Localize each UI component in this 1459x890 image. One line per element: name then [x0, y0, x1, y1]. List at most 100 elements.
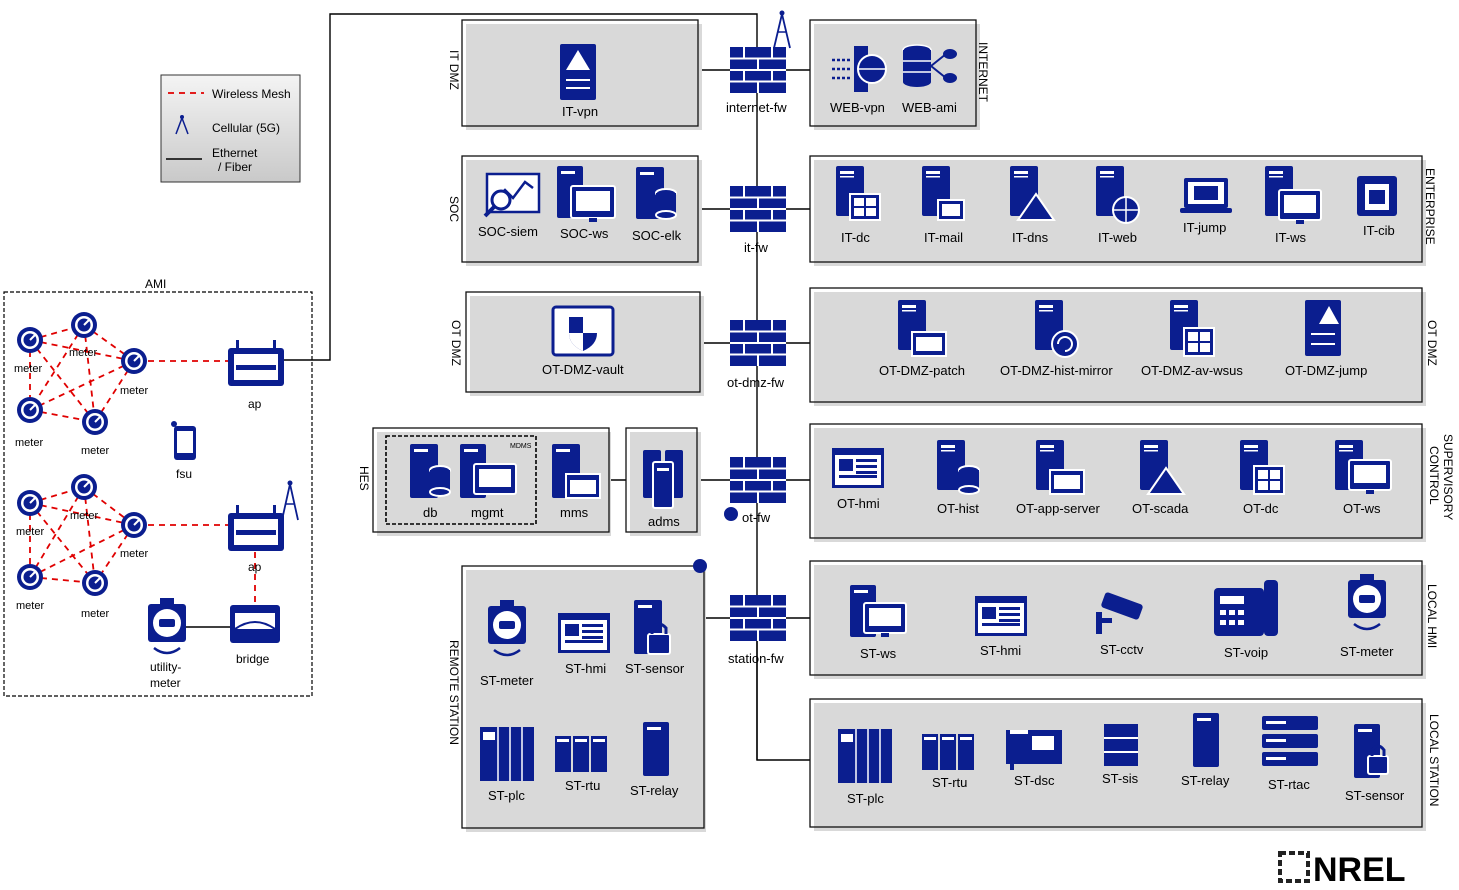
cellular-tower-icon	[773, 10, 791, 49]
st-plc-remote-label: ST-plc	[488, 788, 525, 803]
meter-label: meter	[16, 526, 44, 538]
station-fw-label: station-fw	[728, 651, 784, 666]
sensor-lock-icon	[634, 600, 671, 655]
bridge-icon	[230, 605, 280, 643]
internet-zone: INTERNET WEB-vpn WEB-ami	[809, 19, 990, 130]
enterprise-label: ENTERPRISE	[1423, 168, 1437, 245]
remote-station-label: REMOTE STATION	[447, 640, 461, 745]
ot-fw-label: ot-fw	[742, 510, 771, 525]
rtac-rack-icon	[1262, 716, 1318, 766]
meter-label: meter	[15, 437, 43, 449]
sis-cabinet-icon	[1104, 724, 1138, 766]
database-server-icon	[410, 444, 451, 498]
history-mirror-icon	[1035, 300, 1079, 358]
ot-hmi-label: OT-hmi	[837, 496, 880, 511]
it-jump-label: IT-jump	[1183, 220, 1226, 235]
domain-controller-icon	[836, 166, 881, 221]
utility-meter-icon	[488, 600, 526, 657]
web-ami-label: WEB-ami	[902, 100, 957, 115]
web-server-icon	[1096, 166, 1140, 224]
utility-meter-label-1: utility-	[150, 660, 181, 674]
ap-label: ap	[248, 560, 262, 574]
cctv-camera-icon	[1096, 592, 1143, 634]
access-point-icon	[228, 505, 284, 551]
st-rtac-label: ST-rtac	[1268, 777, 1310, 792]
legend-cellular: Cellular (5G)	[212, 121, 280, 135]
voip-phone-icon	[1214, 580, 1278, 636]
vpn-server-icon	[560, 44, 596, 100]
st-meter-local-label: ST-meter	[1340, 644, 1394, 659]
firewall-icon	[729, 456, 787, 504]
meter-icon	[16, 396, 44, 424]
supervisory-label-1: SUPERVISORY	[1441, 434, 1455, 520]
meter-label: meter	[69, 347, 97, 359]
it-dmz-zone: IT DMZ IT-vpn	[447, 19, 702, 130]
relay-server-icon	[1193, 713, 1219, 767]
meter-icon	[70, 311, 98, 339]
it-dns-label: IT-dns	[1012, 230, 1049, 245]
st-relay-local-label: ST-relay	[1181, 773, 1230, 788]
meter-icon	[16, 489, 44, 517]
firewall-icon	[729, 46, 787, 94]
meter-label: meter	[16, 600, 44, 612]
hmi-window-icon	[832, 448, 884, 488]
windows-update-server-icon	[1170, 300, 1215, 357]
ot-dmz-vault-label: OT-DMZ-vault	[542, 362, 624, 377]
st-meter-remote-label: ST-meter	[480, 673, 534, 688]
nrel-logo: NREL	[1278, 851, 1406, 889]
legend-ethernet: Ethernet	[212, 146, 258, 160]
meter-label: meter	[70, 510, 98, 522]
jump-server-icon	[1305, 300, 1341, 356]
meter-label: meter	[81, 445, 109, 457]
plc-icon	[480, 727, 534, 781]
meter-label: meter	[120, 548, 148, 560]
local-hmi-zone: LOCAL HMI ST-ws ST-hmi ST-cctv ST-voip	[809, 560, 1439, 679]
workstation-icon	[1265, 166, 1322, 224]
legend-fiber: / Fiber	[218, 160, 252, 174]
soc-siem-label: SOC-siem	[478, 224, 538, 239]
workstation-icon	[850, 585, 907, 637]
soc-ws-label: SOC-ws	[560, 226, 609, 241]
nrel-logo-mark	[1278, 851, 1310, 883]
enterprise-zone: ENTERPRISE IT-dc IT-mail IT-dns IT-web	[809, 155, 1437, 266]
ot-app-server-label: OT-app-server	[1016, 501, 1100, 516]
st-cctv-label: ST-cctv	[1100, 642, 1144, 657]
nrel-logo-text: NREL	[1313, 851, 1406, 889]
sensor-lock-icon	[1354, 724, 1389, 778]
it-dmz-label: IT DMZ	[447, 50, 461, 90]
mdms-label: MDMS	[510, 443, 532, 450]
historian-server-icon	[937, 440, 980, 495]
dns-server-icon	[1010, 166, 1056, 221]
internet-label: INTERNET	[976, 42, 990, 103]
st-hmi-remote-label: ST-hmi	[565, 661, 606, 676]
ot-scada-label: OT-scada	[1132, 501, 1189, 516]
hes-label: HES	[357, 466, 371, 491]
firewall-icon	[729, 319, 787, 367]
server-cluster-icon	[643, 450, 683, 509]
soc-elk-label: SOC-elk	[632, 228, 682, 243]
supervisory-control-zone: SUPERVISORY CONTROL OT-hmi OT-hist OT-ap…	[809, 423, 1455, 542]
it-fw-label: it-fw	[744, 240, 768, 255]
meter-icon	[120, 511, 148, 539]
ot-dmz-label: OT DMZ	[449, 320, 463, 366]
it-web-label: IT-web	[1098, 230, 1137, 245]
ot-dmz-patch-label: OT-DMZ-patch	[879, 363, 965, 378]
vault-shield-icon	[551, 305, 615, 357]
utility-meter-icon	[1348, 574, 1386, 631]
it-vpn-label: IT-vpn	[562, 104, 598, 119]
meter-label: meter	[14, 363, 42, 375]
web-vpn-label: WEB-vpn	[830, 100, 885, 115]
st-sensor-local-label: ST-sensor	[1345, 788, 1405, 803]
firewalls: internet-fw it-fw ot-dmz-fw ot-fw statio…	[724, 10, 791, 666]
meter-icon	[70, 473, 98, 501]
remote-station-zone: REMOTE STATION ST-meter ST-hmi ST-sensor…	[447, 559, 707, 832]
relay-server-icon	[643, 722, 669, 776]
meter-icon	[120, 347, 148, 375]
fsu-label: fsu	[176, 467, 192, 481]
ot-hist-label: OT-hist	[937, 501, 979, 516]
ot-dmz-zone: OT DMZ OT-DMZ-patch OT-DMZ-hist-mirror O…	[809, 287, 1439, 406]
meter-label: meter	[81, 608, 109, 620]
hmi-window-icon	[975, 596, 1027, 636]
hes-zone: HES MDMS db mgmt mms	[357, 427, 611, 536]
database-server-icon	[636, 167, 677, 220]
